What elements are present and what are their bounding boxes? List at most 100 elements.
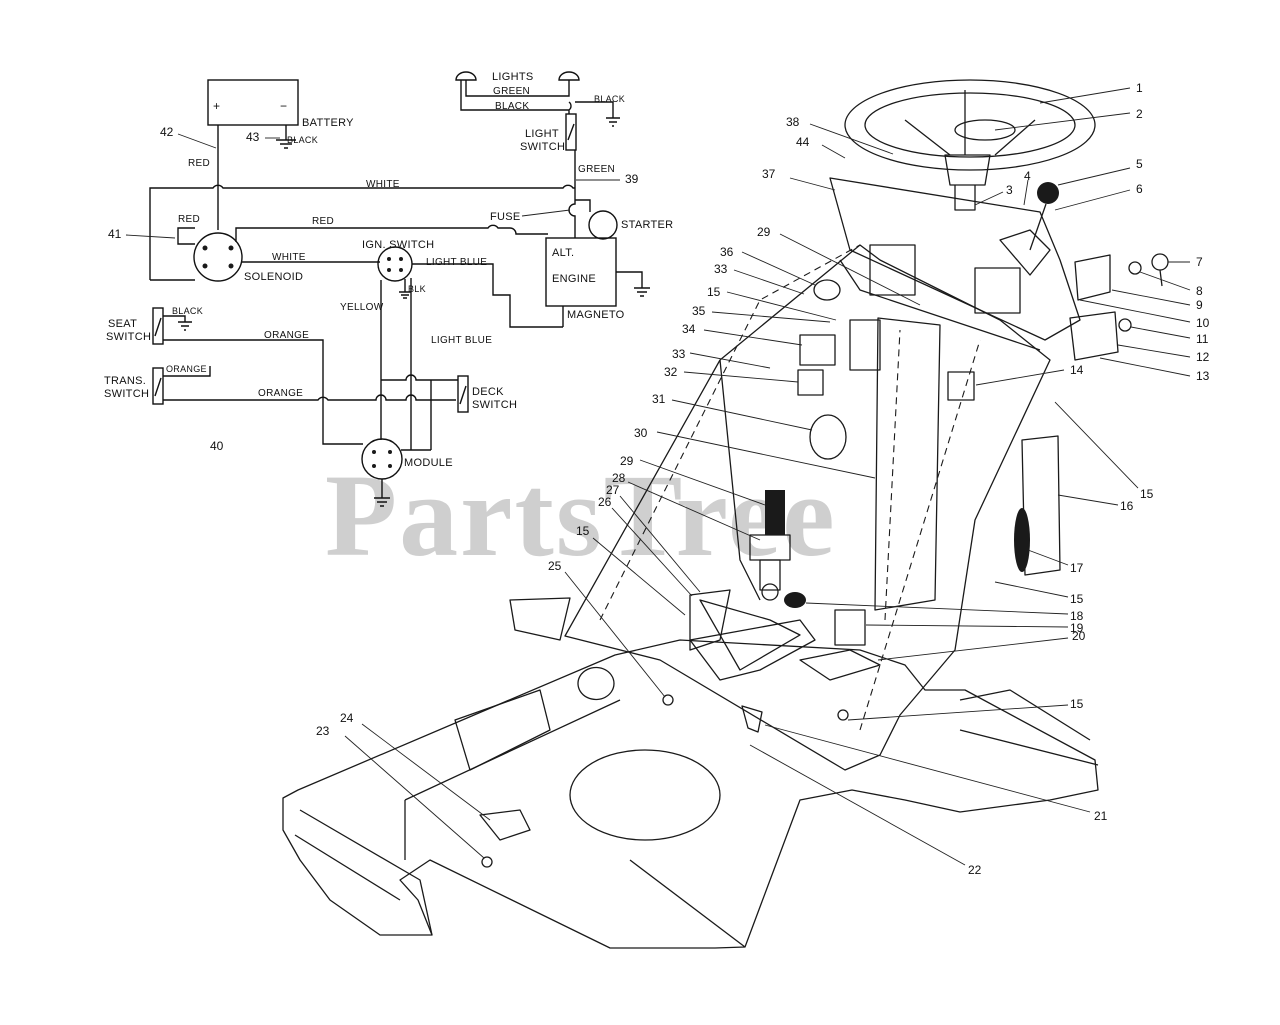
callout-6: 6 (1136, 182, 1143, 196)
seat-switch-symbol: SEAT SWITCH (106, 307, 164, 345)
ignition-switch-symbol: IGN. SWITCH (362, 239, 434, 282)
steering-wheel (844, 79, 1096, 171)
callout-44: 44 (796, 135, 810, 149)
callout-15-low: 15 (1070, 697, 1084, 711)
callout-18: 18 (1070, 609, 1084, 623)
ign-switch-label: IGN. SWITCH (362, 239, 434, 251)
callout-15-mid: 15 (1070, 592, 1084, 606)
callout-25: 25 (548, 559, 562, 573)
solenoid-symbol: SOLENOID (193, 232, 303, 283)
wire-label-black-battery: BLACK (287, 135, 318, 145)
callout-37: 37 (762, 167, 776, 181)
part-29-bolt (765, 490, 785, 535)
callout-14: 14 (1070, 363, 1084, 377)
callout-34: 34 (682, 322, 696, 336)
seat-switch-label-1: SEAT (108, 318, 137, 330)
wire-label-green-top: GREEN (493, 86, 530, 97)
callout-13: 13 (1196, 369, 1210, 383)
trans-switch-label-2: SWITCH (104, 388, 149, 400)
light-switch-part (947, 371, 975, 401)
ref-41-label: 41 (108, 227, 122, 241)
callout-15-left: 15 (576, 524, 590, 538)
dash-panel (829, 177, 1081, 341)
part-32 (797, 369, 824, 396)
wire-label-yellow: YELLOW (340, 302, 384, 313)
callout-labels: 1 2 3 4 5 6 7 8 9 10 11 12 13 14 15 16 1… (316, 81, 1210, 877)
callout-16: 16 (1120, 499, 1134, 513)
part-18 (784, 592, 806, 608)
light-switch-label-2: SWITCH (520, 141, 565, 153)
wire-label-red-solenoid: RED (178, 214, 200, 225)
solenoid-label: SOLENOID (244, 271, 303, 283)
battery-plus-label: + (213, 99, 220, 113)
callout-11: 11 (1196, 332, 1209, 346)
module-label: MODULE (404, 457, 453, 469)
deck-switch-symbol: DECK SWITCH (457, 375, 517, 413)
wire-label-blk: BLK (408, 284, 426, 294)
part-19 (834, 609, 866, 646)
wire-label-black-seat: BLACK (172, 306, 203, 316)
callout-9: 9 (1196, 298, 1203, 312)
callout-2: 2 (1136, 107, 1143, 121)
callout-17: 17 (1070, 561, 1084, 575)
wire-label-light-blue-side: LIGHT BLUE (431, 335, 492, 346)
callout-1: 1 (1136, 81, 1143, 95)
callout-26: 26 (598, 495, 612, 509)
light-switch-label-1: LIGHT (525, 128, 559, 140)
callout-29-lower: 29 (620, 454, 634, 468)
callout-27: 27 (606, 483, 620, 497)
callout-15-top: 15 (707, 285, 721, 299)
wire-label-red-fuse: RED (312, 216, 334, 227)
wire-label-orange-seat: ORANGE (264, 330, 309, 341)
battery-symbol: + − BATTERY (207, 79, 354, 129)
part-34 (799, 334, 836, 366)
callout-33-upper: 33 (714, 262, 728, 276)
callout-15-right: 15 (1140, 487, 1154, 501)
callout-23: 23 (316, 724, 330, 738)
callout-24: 24 (340, 711, 354, 725)
seat-switch-label-2: SWITCH (106, 331, 151, 343)
callout-20: 20 (1072, 629, 1086, 643)
part-36 (813, 279, 841, 301)
callout-10: 10 (1196, 316, 1210, 330)
callout-8: 8 (1196, 284, 1203, 298)
callout-32: 32 (664, 365, 678, 379)
wire-label-white-top: WHITE (366, 179, 400, 190)
lights-label: LIGHTS (492, 71, 534, 83)
ignition-key (1151, 253, 1169, 271)
wire-label-red-battery: RED (188, 158, 210, 169)
callout-19: 19 (1070, 621, 1084, 635)
callout-38: 38 (786, 115, 800, 129)
seat-opening (569, 749, 721, 841)
wire-label-light-blue-top: LIGHT BLUE (426, 257, 487, 268)
wire-label-orange-trans: ORANGE (258, 388, 303, 399)
fuse-label: FUSE (490, 211, 521, 223)
magneto-label: MAGNETO (567, 309, 625, 321)
ign-switch-part (809, 414, 847, 460)
lights-symbol: LIGHTS (455, 71, 580, 83)
callout-30: 30 (634, 426, 648, 440)
callout-28: 28 (612, 471, 626, 485)
wire-label-white-ign: WHITE (272, 252, 306, 263)
exploded-parts-view: 1 2 3 4 5 6 7 8 9 10 11 12 13 14 15 16 1… (282, 79, 1210, 949)
callout-36: 36 (720, 245, 734, 259)
wire-label-black-lights: BLACK (495, 101, 529, 112)
callout-22: 22 (968, 863, 982, 877)
ref-42-label: 42 (160, 125, 174, 139)
ref-39-label: 39 (625, 172, 639, 186)
tractor-body-outline (282, 639, 1099, 949)
engine-alt-box: ALT. ENGINE MAGNETO (545, 237, 625, 321)
deck-switch-label-1: DECK (472, 386, 504, 398)
trans-switch-symbol: TRANS. SWITCH (104, 367, 164, 405)
wire-label-black-ground: BLACK (594, 94, 625, 104)
callout-31: 31 (652, 392, 666, 406)
alt-label: ALT. (552, 247, 574, 259)
callout-7: 7 (1196, 255, 1203, 269)
wiring-schematic: + − BATTERY BLACK 42 43 RED WHITE SOLENO… (104, 71, 673, 507)
lift-lever-knob (1037, 182, 1059, 204)
callout-29-upper: 29 (757, 225, 771, 239)
callout-5: 5 (1136, 157, 1143, 171)
wire-label-green-lower: GREEN (578, 164, 615, 175)
